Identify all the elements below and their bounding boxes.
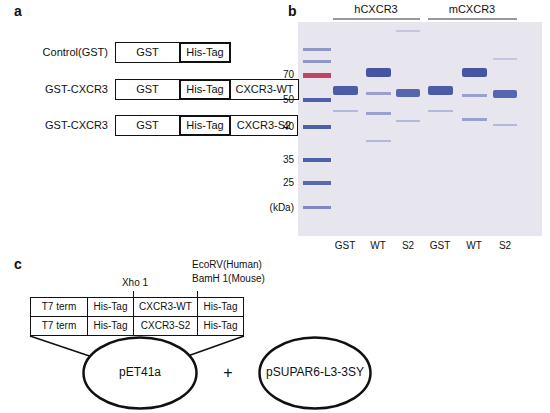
box-label: CXCR3-WT	[235, 83, 293, 96]
box-label: His-Tag	[94, 320, 128, 332]
construct-box: GST	[115, 42, 180, 63]
box-label: His-Tag	[204, 320, 238, 332]
annotation-label: WT	[466, 240, 482, 252]
annotation-label: GST-CXCR3	[45, 83, 108, 96]
funnel-line	[30, 336, 90, 356]
construct-box: CXCR3-WT	[133, 297, 198, 317]
box-label: pSUPAR6-L3-3SY	[266, 366, 364, 380]
funnel-line	[189, 336, 244, 356]
construct-box: His-Tag	[179, 115, 231, 136]
construct-box: T7 term	[30, 297, 88, 317]
construct-box: GST	[115, 79, 180, 100]
group-bracket	[428, 19, 517, 20]
box-label: His-Tag	[186, 119, 223, 132]
construct-box: His-Tag	[87, 297, 134, 317]
annotation-label: 25	[283, 177, 294, 189]
annotation-label: EcoRV(Human)	[192, 259, 262, 271]
box-label: His-Tag	[94, 301, 128, 313]
construct-box: His-Tag	[197, 316, 244, 336]
box-label: GST	[136, 119, 159, 132]
box-label: His-Tag	[186, 46, 223, 59]
box-label: GST	[136, 83, 159, 96]
annotation-label: 50	[283, 94, 294, 106]
annotation-label: 35	[283, 154, 294, 166]
group-bracket	[333, 19, 420, 20]
annotation-label: S2	[402, 240, 414, 252]
construct-box: T7 term	[30, 316, 88, 336]
annotation-label: hCXCR3	[354, 3, 397, 16]
annotation-label: 70	[283, 69, 294, 81]
plasmid-circle: pSUPAR6-L3-3SY	[258, 336, 372, 410]
annotation-label: WT	[370, 240, 386, 252]
box-label: pET41a	[119, 366, 161, 380]
annotation-label: Control(GST)	[43, 46, 108, 59]
box-label: T7 term	[42, 320, 76, 332]
construct-box: CXCR3-S2	[133, 316, 198, 336]
box-label: CXCR3-WT	[139, 301, 192, 313]
annotation-label: S2	[499, 240, 511, 252]
sample-bands	[333, 30, 517, 142]
annotation-label: BamH 1(Mouse)	[192, 273, 265, 285]
box-label: His-Tag	[186, 83, 223, 96]
plasmid-ellipse	[260, 338, 371, 409]
annotation-label: mCXCR3	[449, 3, 495, 16]
annotation-label: 40	[283, 121, 294, 133]
panel-letter: c	[14, 256, 22, 272]
annotation-label: GST	[335, 240, 356, 252]
annotation-label: Xho 1	[122, 277, 148, 289]
plasmid-ellipse	[84, 338, 197, 409]
panel-letter: a	[14, 3, 22, 19]
plasmid-circle: pET41a	[82, 336, 198, 410]
box-label: CXCR3-S2	[141, 320, 190, 332]
construct-box: His-Tag	[179, 79, 231, 100]
box-label: T7 term	[42, 301, 76, 313]
annotation-label: (kDa)	[270, 202, 294, 214]
ladder-lane	[303, 48, 331, 209]
construct-box: His-Tag	[179, 42, 231, 63]
gel-background	[298, 22, 542, 236]
box-label: GST	[136, 46, 159, 59]
annotation-label: GST-CXCR3	[45, 119, 108, 132]
construct-box: GST	[115, 115, 180, 136]
construct-box: His-Tag	[87, 316, 134, 336]
annotation-label: GST	[430, 240, 451, 252]
panel-letter: b	[288, 3, 297, 19]
construct-box: His-Tag	[197, 297, 244, 317]
annotation-label: +	[223, 364, 232, 382]
box-label: His-Tag	[204, 301, 238, 313]
